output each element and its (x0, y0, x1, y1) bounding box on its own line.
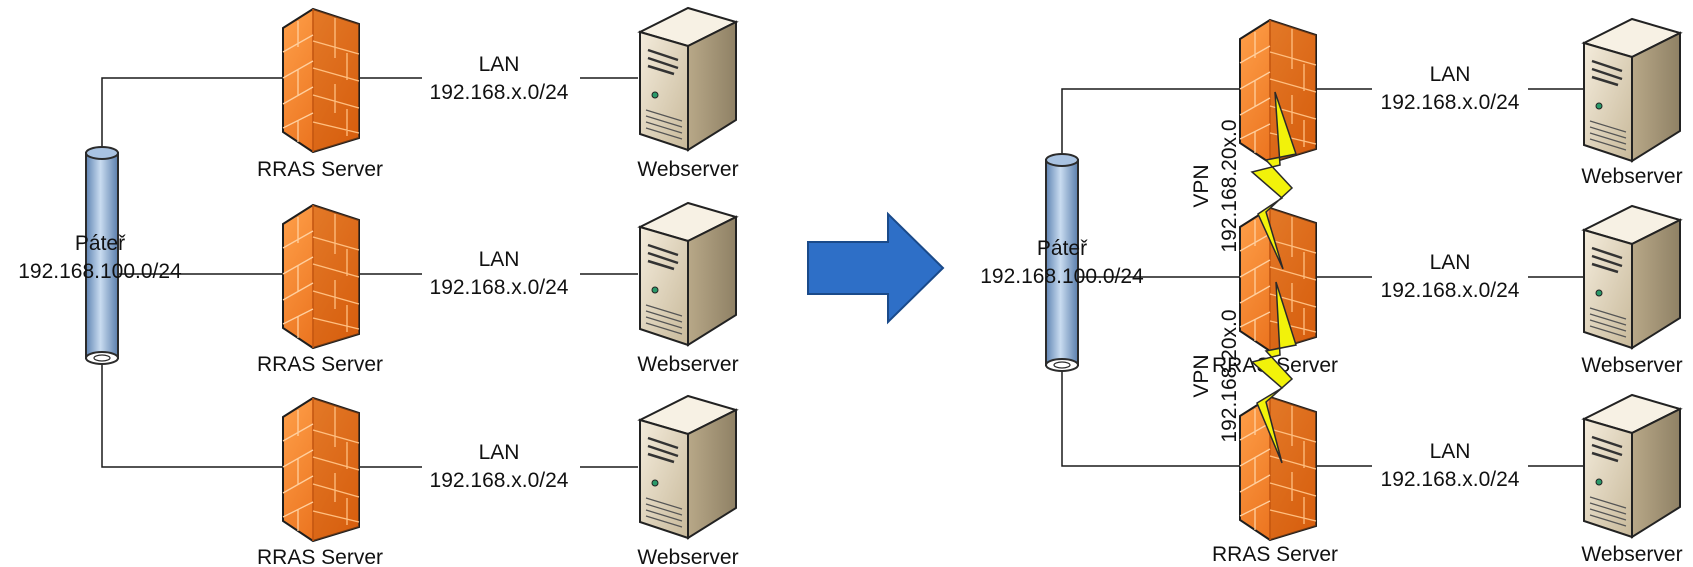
lan-subnet: 192.168.x.0/24 (430, 276, 569, 299)
firewall-icon (1239, 396, 1317, 541)
lan-subnet: 192.168.x.0/24 (1381, 91, 1520, 114)
lan-title: LAN (1430, 440, 1471, 463)
server-label: Webserver (1581, 165, 1682, 188)
lan-title: LAN (1430, 63, 1471, 86)
backbone-subnet: 192.168.100.0/24 (980, 265, 1144, 288)
lan-subnet: 192.168.x.0/24 (1381, 279, 1520, 302)
firewall-label: RRAS Server (257, 158, 383, 181)
lan-subnet: 192.168.x.0/24 (430, 469, 569, 492)
lan-title: LAN (479, 53, 520, 76)
right-diagram: Páteř 192.168.100.0/24 RRAS Server RRAS … (980, 17, 1683, 566)
server-icon (1582, 393, 1682, 539)
vpn-subnet: 192.168.20x.0 (1218, 119, 1241, 252)
vpn-title: VPN (1190, 164, 1213, 207)
firewall-icon (282, 204, 360, 349)
lan-title: LAN (479, 248, 520, 271)
firewall-label: RRAS Server (257, 353, 383, 376)
server-label: Webserver (1581, 543, 1682, 566)
server-icon (638, 201, 738, 347)
server-label: Webserver (1581, 354, 1682, 377)
server-icon (638, 6, 738, 152)
transition-arrow-icon (807, 211, 945, 325)
left-diagram: Páteř 192.168.100.0/24 RRAS Server RRAS … (18, 6, 739, 567)
firewall-label: RRAS Server (257, 546, 383, 567)
firewall-icon (282, 8, 360, 153)
connector-lines (1061, 88, 1585, 467)
server-label: Webserver (637, 158, 738, 181)
backbone-name: Páteř (1037, 237, 1088, 260)
backbone-subnet: 192.168.100.0/24 (18, 260, 182, 283)
firewall-label: RRAS Server (1212, 543, 1338, 566)
connector-lines (101, 77, 638, 468)
server-icon (1582, 17, 1682, 163)
vpn-title: VPN (1190, 354, 1213, 397)
lan-title: LAN (1430, 251, 1471, 274)
lightning-bolt-icon (1250, 281, 1297, 464)
server-icon (1582, 204, 1682, 350)
backbone-pipe-icon (85, 146, 119, 365)
backbone-name: Páteř (75, 232, 126, 255)
lan-subnet: 192.168.x.0/24 (430, 81, 569, 104)
lan-title: LAN (479, 441, 520, 464)
backbone-pipe-icon (1045, 153, 1079, 372)
server-label: Webserver (637, 353, 738, 376)
lightning-bolt-icon (1250, 91, 1297, 270)
server-icon (638, 394, 738, 540)
server-label: Webserver (637, 546, 738, 567)
vpn-subnet: 192.168.20x.0 (1218, 309, 1241, 442)
lan-subnet: 192.168.x.0/24 (1381, 468, 1520, 491)
firewall-icon (282, 397, 360, 542)
